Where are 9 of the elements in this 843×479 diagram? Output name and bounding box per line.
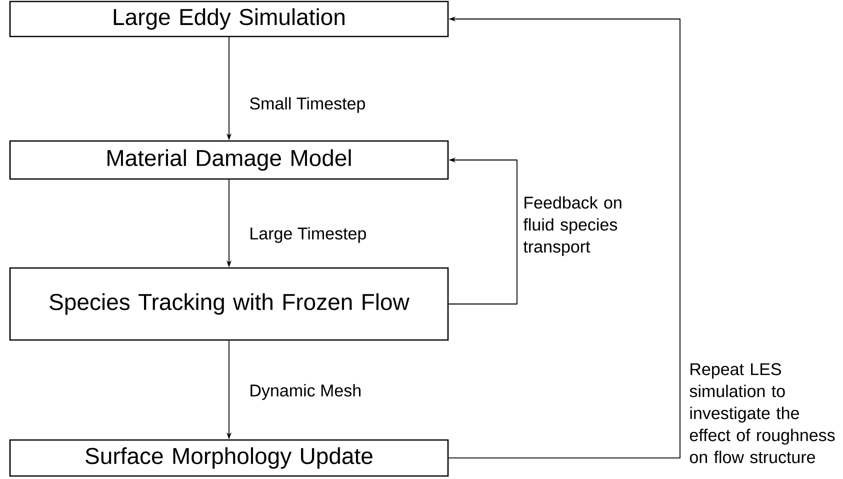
process-box: Species Tracking with Frozen Flow <box>9 267 449 341</box>
edge-label: Large Timestep <box>250 227 366 243</box>
process-box: Large Eddy Simulation <box>9 0 449 38</box>
edge-label: Small Timestep <box>250 97 365 113</box>
edge-label: Repeat LES simulation to investigate the effect of roughness on flow structure <box>690 363 835 464</box>
edge-label: Dynamic Mesh <box>250 384 360 400</box>
process-box: Surface Morphology Update <box>9 439 449 477</box>
edge-label: Feedback on fluid species transport <box>523 196 622 256</box>
process-box: Material Damage Model <box>9 140 449 180</box>
